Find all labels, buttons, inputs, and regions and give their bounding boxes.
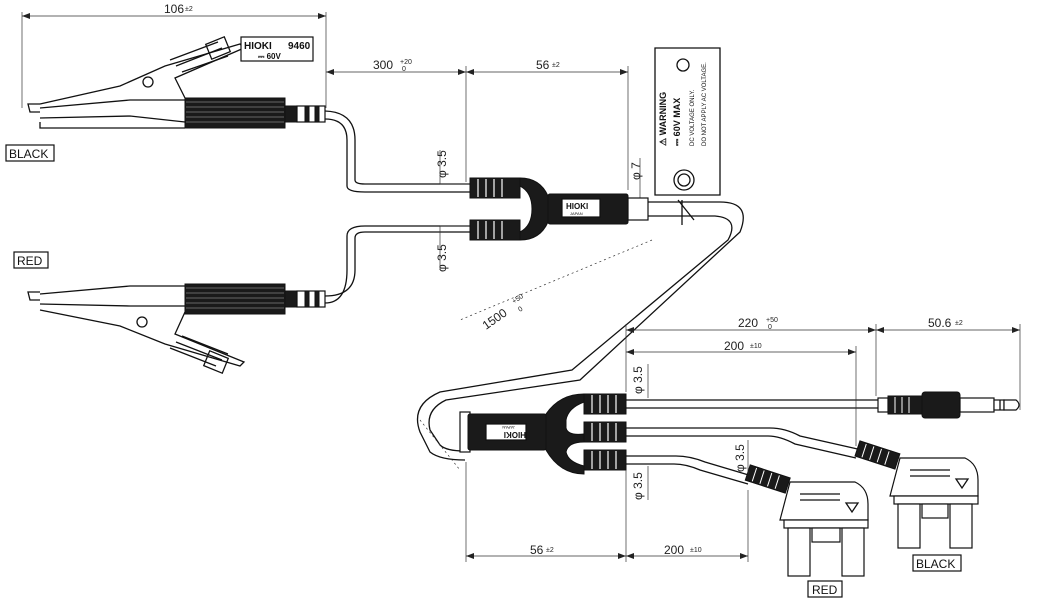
dim-220-tol-up: +50 <box>766 317 778 324</box>
dim-200-top-tol: ±10 <box>750 343 762 350</box>
badge-model: 9460 <box>288 41 311 52</box>
dim-56-bottom: 56 ±2 <box>465 462 627 562</box>
dim-dia-7: φ 7 <box>629 162 643 180</box>
dim-dia-lower: φ 3.5 φ 3.5 φ 3.5 <box>631 364 749 500</box>
dim-200-top-value: 200 <box>724 339 744 353</box>
dim-220-value: 220 <box>738 316 758 330</box>
dim-56-top-value: 56 <box>536 58 550 72</box>
red-alligator-clip <box>27 283 326 375</box>
badge-voltage: ⎓ 60V <box>258 52 282 61</box>
upper-splitter: HIOKI JAPAN <box>469 177 649 241</box>
dim-1500-tol-up: +50 <box>511 293 525 306</box>
dim-50-6-value: 50.6 <box>928 316 952 330</box>
hioki-9460-badge: HIOKI 9460 ⎓ 60V <box>240 36 314 62</box>
mini-plug <box>877 391 1020 419</box>
dim-dia-35-a: φ 3.5 <box>435 150 449 178</box>
lower-splitter: HIOKI JAPAN <box>459 393 627 475</box>
dim-106: 106 ±2 <box>21 2 327 108</box>
dim-300-tol-dn: 0 <box>402 66 406 73</box>
dim-56-top-tol: ±2 <box>552 62 560 69</box>
dim-300-tol-up: +20 <box>400 59 412 66</box>
dim-300: 300 +20 0 <box>326 58 467 182</box>
black-plug-label-box <box>912 554 962 572</box>
tag-warning: ⚠ WARNING <box>658 92 668 146</box>
warning-tag: ⚠ WARNING ⎓ 60V MAX DC VOLTAGE ONLY. DO … <box>654 47 721 225</box>
dim-dia-35-d: φ 3.5 <box>733 444 747 472</box>
dim-50-6: 50.6 ±2 <box>876 316 1021 410</box>
lower-cables <box>626 399 880 485</box>
tag-no-ac: DO NOT APPLY AC VOLTAGE. <box>702 62 708 146</box>
red-clip-label: RED <box>17 254 43 268</box>
dim-200-bottom: 200 ±10 <box>626 490 749 562</box>
dim-56-bottom-value: 56 <box>530 543 544 557</box>
black-connector <box>854 440 979 549</box>
dim-50-6-tol: ±2 <box>955 320 963 327</box>
upper-splitter-brand: HIOKI <box>566 202 588 211</box>
dim-220-tol-dn: 0 <box>768 324 772 331</box>
red-clip-label-box <box>13 251 49 269</box>
dim-dia-35-c: φ 3.5 <box>631 366 645 394</box>
red-plug-label: RED <box>812 583 838 597</box>
lower-splitter-origin: JAPAN <box>502 425 515 430</box>
red-connector <box>744 464 869 577</box>
red-plug-label-box <box>807 580 843 598</box>
dim-106-tol: ±2 <box>185 6 193 13</box>
dim-1500-tol-dn: 0 <box>517 306 524 314</box>
dim-dia-35-b: φ 3.5 <box>435 244 449 272</box>
long-cable <box>416 201 744 471</box>
dim-200-top: 200 ±10 <box>626 339 857 446</box>
upper-splitter-origin: JAPAN <box>570 211 583 216</box>
black-clip-label: BLACK <box>9 147 48 161</box>
dim-56-top: 56 ±2 <box>466 58 629 190</box>
upper-cables <box>324 110 470 304</box>
lower-splitter-brand: HIOKI <box>504 430 526 439</box>
badge-brand: HIOKI <box>244 41 272 52</box>
black-alligator-clip <box>27 35 326 129</box>
dim-56-bottom-tol: ±2 <box>546 547 554 554</box>
dim-220: 220 +50 0 <box>625 316 877 396</box>
black-plug-label: BLACK <box>916 557 955 571</box>
dim-200-bottom-tol: ±10 <box>690 547 702 554</box>
black-clip-label-box <box>5 144 55 162</box>
dim-200-bottom-value: 200 <box>664 543 684 557</box>
tag-voltage: ⎓ 60V MAX <box>672 98 682 146</box>
dim-dia-upper: φ 3.5 φ 3.5 φ 7 <box>435 150 643 272</box>
dim-dia-35-e: φ 3.5 <box>631 472 645 500</box>
dim-300-value: 300 <box>373 58 393 72</box>
dim-106-value: 106 <box>164 2 184 16</box>
tag-dc-only: DC VOLTAGE ONLY. <box>690 89 696 146</box>
